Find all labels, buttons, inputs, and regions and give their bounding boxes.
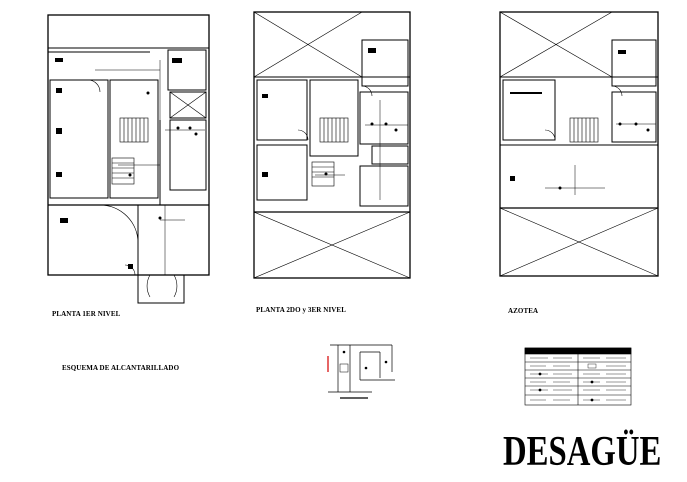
plan-label-azotea: AZOTEA bbox=[508, 307, 539, 315]
sheet-title: DESAGÜE bbox=[503, 429, 662, 475]
plan-label-1er-nivel: PLANTA 1ER NIVEL bbox=[52, 310, 121, 318]
esquema-alcantarillado-detail bbox=[327, 344, 395, 399]
plan-azotea bbox=[499, 11, 659, 277]
schema-label: ESQUEMA DE ALCANTARILLADO bbox=[62, 364, 180, 372]
plan-1er-nivel bbox=[47, 14, 210, 304]
legend-table bbox=[524, 347, 632, 406]
plan-label-2do-3er-nivel: PLANTA 2DO y 3ER NIVEL bbox=[256, 306, 346, 314]
plan-2do-3er-nivel bbox=[253, 11, 411, 279]
